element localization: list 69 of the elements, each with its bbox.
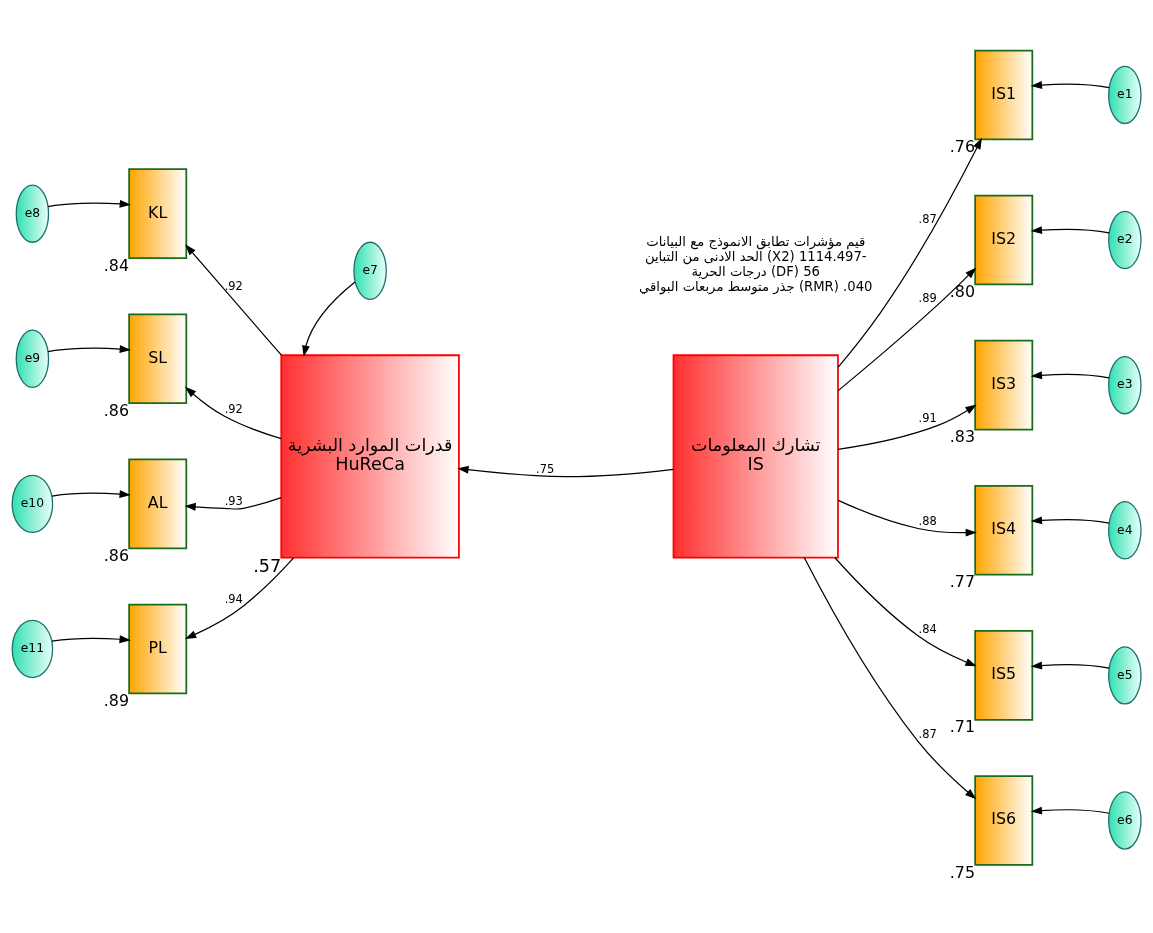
node-ellipse: e5 (1108, 646, 1142, 705)
arrow (837, 404, 977, 450)
arrow (803, 557, 977, 800)
node-label: .77 (949, 572, 975, 592)
arrow (51, 635, 131, 644)
arrow (1030, 516, 1110, 525)
node-ellipse: e11 (11, 619, 54, 679)
node-ellipse: e9 (15, 329, 50, 388)
node-box: IS4 (974, 484, 1034, 576)
label: الحد الادنى من التباين (X2) 1114.497- (644, 249, 867, 265)
arrow (184, 557, 295, 639)
node-box: SL (128, 313, 188, 405)
node-label: .80 (949, 282, 975, 302)
edge-label: .87 (918, 211, 937, 226)
edge-label: .91 (918, 411, 937, 426)
edge-label: .89 (918, 290, 937, 305)
node-ellipse: e8 (15, 184, 50, 243)
label: جذر متوسط مربعات البواقي (RMR) .040 (639, 279, 873, 295)
node-box: KL (128, 168, 188, 259)
arrow (1030, 806, 1110, 815)
edge-label: .92 (224, 278, 243, 293)
node-box: AL (128, 458, 188, 550)
arrow (185, 386, 282, 440)
node-ellipse: e6 (1108, 791, 1142, 850)
arrow (302, 281, 356, 357)
arrow (185, 244, 283, 356)
node-box: IS2 (974, 194, 1034, 286)
node-ellipse: e7 (353, 241, 387, 301)
node-label: .86 (103, 400, 129, 420)
node-label: .84 (103, 255, 129, 275)
node-ellipse: e10 (11, 474, 54, 534)
node-box: IS1 (974, 49, 1034, 141)
node-box: IS3 (974, 339, 1034, 431)
arrow (51, 490, 131, 499)
label: درجات الحرية (DF) 56 (691, 264, 820, 280)
node-ellipse: e4 (1108, 501, 1142, 560)
arrow (837, 137, 982, 368)
node-label: .71 (949, 717, 975, 737)
arrow (1030, 81, 1110, 89)
arrow (47, 345, 131, 353)
node-label: .89 (103, 691, 129, 711)
node-ellipse: e2 (1108, 210, 1142, 270)
node-ellipse: e3 (1108, 355, 1142, 415)
node-label: .86 (103, 545, 129, 565)
arrow (1030, 226, 1110, 235)
node-ellipse: e1 (1108, 65, 1142, 125)
edge-label: .75 (536, 461, 555, 476)
node-label: .76 (949, 137, 975, 157)
edge-label: .94 (224, 591, 243, 606)
arrow (47, 199, 131, 208)
arrow (184, 497, 282, 511)
arrow (1030, 661, 1110, 670)
edge-label: .84 (918, 621, 937, 636)
edge-label: .88 (918, 514, 937, 529)
edge-label: .87 (918, 727, 937, 742)
arrow (837, 499, 977, 537)
node-label: .75 (949, 862, 975, 882)
arrow (837, 267, 977, 392)
node-box: IS6 (974, 775, 1034, 866)
node-label: .83 (949, 427, 975, 447)
node-label: .57 (253, 555, 282, 576)
arrow (1030, 371, 1110, 380)
node-box: PL (128, 603, 188, 695)
edge-label: .93 (224, 494, 243, 509)
arrow (457, 465, 675, 478)
node-box: IS5 (974, 630, 1034, 721)
label: قيم مؤشرات تطابق الانموذج مع البيانات (646, 234, 866, 250)
edge-label: .92 (224, 401, 243, 416)
arrow (834, 557, 977, 667)
